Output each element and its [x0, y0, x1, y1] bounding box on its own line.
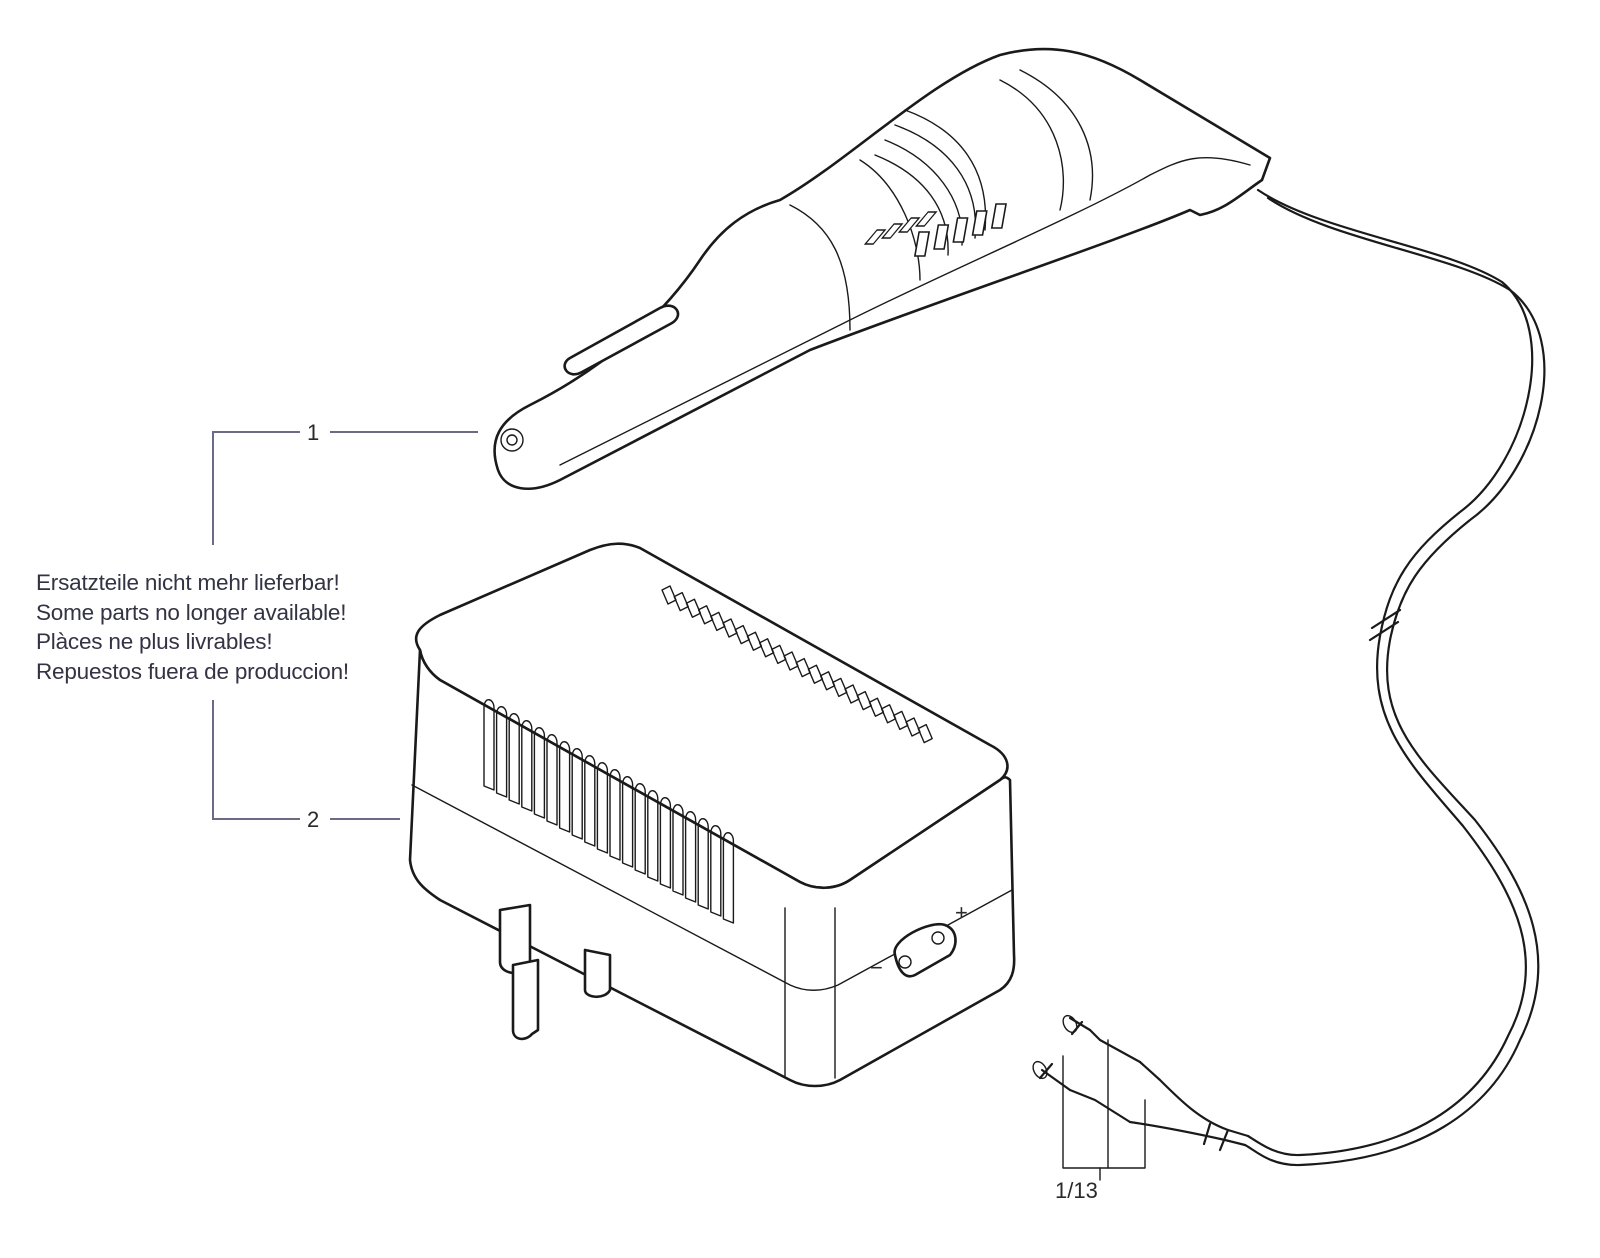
polarity-plus: +: [955, 900, 968, 925]
callout-2: 2: [307, 807, 319, 832]
side-vents: [483, 699, 735, 924]
banana-plugs: [1032, 1014, 1250, 1181]
top-vents: [661, 585, 933, 744]
side-vent-slot: [584, 755, 596, 847]
side-vent-slot: [558, 741, 571, 833]
side-vent-slot: [634, 783, 646, 875]
side-vent-slot: [722, 832, 735, 924]
side-vent-slot: [647, 790, 659, 882]
side-vent-slot: [508, 713, 520, 805]
notice-line-fr: Plàces ne plus livrables!: [36, 629, 273, 654]
polarity-minus: −: [870, 955, 883, 980]
side-vent-slot: [533, 727, 546, 819]
leader-lines: [212, 431, 478, 820]
side-vent-slot: [621, 776, 634, 868]
availability-notice: Ersatzteile nicht mehr lieferbar! Some p…: [36, 568, 349, 686]
side-vent-slot: [521, 720, 533, 812]
power-adapter-drawing: [408, 542, 1016, 1088]
side-vent-slot: [697, 818, 709, 910]
side-vent-slot: [684, 811, 697, 903]
callout-1-13: 1/13: [1055, 1178, 1098, 1203]
side-vent-slot: [546, 734, 558, 826]
side-vent-slot: [596, 762, 609, 854]
side-vent-slot: [571, 748, 583, 840]
notice-line-de: Ersatzteile nicht mehr lieferbar!: [36, 570, 340, 595]
power-cable: [1243, 188, 1546, 1167]
notice-line-en: Some parts no longer available!: [36, 599, 347, 625]
output-socket: [893, 922, 957, 978]
side-vent-slot: [483, 699, 495, 791]
handpiece-drawing: [493, 47, 1272, 490]
side-vent-slot: [659, 797, 672, 889]
side-vent-slot: [609, 769, 621, 861]
top-vent-slot: [917, 723, 933, 744]
side-vent-slot: [710, 825, 722, 917]
callout-1: 1: [307, 420, 319, 445]
side-vent-slot: [672, 804, 684, 896]
side-vent-slot: [495, 706, 508, 798]
notice-line-es: Repuestos fuera de produccion!: [36, 658, 349, 684]
